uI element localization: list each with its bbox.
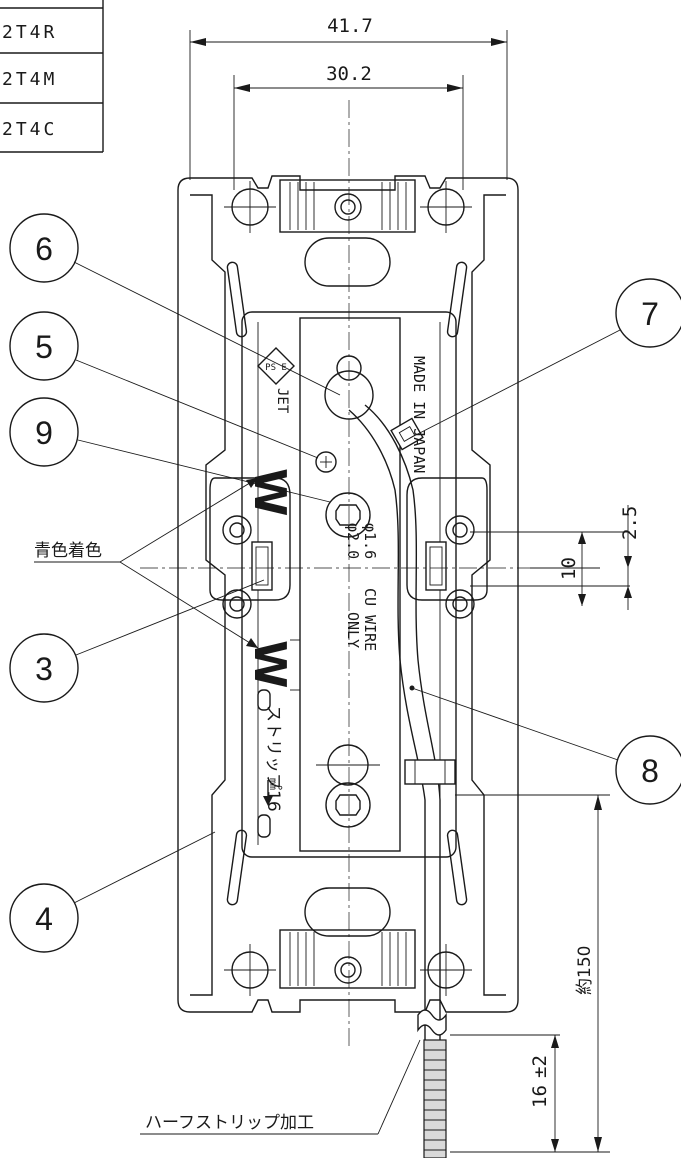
svg-text:7: 7 xyxy=(641,296,659,332)
offset-value: 2.5 xyxy=(619,506,641,540)
model-row-1: 2T4R xyxy=(2,22,57,43)
lead-length-value: 約150 xyxy=(575,946,595,995)
svg-text:W: W xyxy=(244,468,295,517)
svg-text:6: 6 xyxy=(35,231,53,267)
callout-8: 8 xyxy=(409,685,681,805)
pse-text: PS E xyxy=(265,363,287,373)
blue-coloring-label: 青色着色 xyxy=(34,477,259,649)
only-label: ONLY xyxy=(344,612,362,648)
model-row-3: 2T4C xyxy=(2,119,57,140)
mounting-frame xyxy=(177,175,519,1013)
dimension-offset: 2.5 xyxy=(619,505,641,610)
callout-4: 4 xyxy=(9,831,216,953)
top-clip xyxy=(279,179,416,233)
callout-6: 6 xyxy=(9,213,341,396)
strip-gauge-marker xyxy=(257,639,301,838)
bottom-screw xyxy=(316,744,380,828)
half-strip-label: ハーフストリップ加工 xyxy=(140,1039,421,1135)
dimension-overall-width: 41.7 xyxy=(189,15,508,180)
svg-text:8: 8 xyxy=(641,753,659,789)
svg-text:5: 5 xyxy=(35,329,53,365)
bottom-clip xyxy=(279,929,416,989)
model-row-2: 2T4M xyxy=(2,69,57,90)
ground-screw xyxy=(315,355,374,473)
svg-text:W: W xyxy=(244,640,295,689)
dimension-strip-length: 16 ±2 xyxy=(450,1034,560,1152)
cu-wire-label: CU WIRE xyxy=(361,588,379,651)
wire-spec-2: φ2.0 xyxy=(344,523,362,559)
svg-text:9: 9 xyxy=(35,415,53,451)
frame-holes xyxy=(224,181,472,996)
w-mark-top: W xyxy=(244,468,295,517)
callout-3: 3 xyxy=(9,579,265,703)
pse-mark: PS E JET xyxy=(257,347,295,414)
strip-unit-label: mm xyxy=(267,778,278,790)
svg-text:3: 3 xyxy=(35,651,53,687)
callout-9: 9 xyxy=(9,397,331,503)
svg-text:青色着色: 青色着色 xyxy=(34,541,102,561)
wire-spec-1: φ1.6 xyxy=(361,523,379,559)
strip-gauge-label: ストリップ16 xyxy=(263,705,283,812)
pitch-value: 10 xyxy=(558,557,580,580)
side-slots xyxy=(226,261,468,906)
stripped-end xyxy=(417,1009,447,1158)
jet-text: JET xyxy=(274,388,290,414)
mount-width-value: 30.2 xyxy=(326,63,372,85)
model-table: 2T4R 2T4M 2T4C xyxy=(0,0,104,153)
terminal-screw xyxy=(325,492,371,538)
callout-5: 5 xyxy=(9,311,319,459)
left-terminal xyxy=(209,477,291,619)
svg-text:ハーフストリップ加工: ハーフストリップ加工 xyxy=(145,1113,314,1133)
strip-length-value: 16 xyxy=(529,1085,551,1108)
overall-width-value: 41.7 xyxy=(327,15,373,37)
dimension-lead-length: 約150 xyxy=(450,794,610,1153)
right-terminal xyxy=(406,477,488,619)
w-mark-bottom: W xyxy=(244,640,295,689)
callout-7: 7 xyxy=(409,278,681,439)
dimension-pitch: 10 xyxy=(558,532,586,606)
svg-text:4: 4 xyxy=(35,901,53,937)
strip-tolerance: ±2 xyxy=(529,1055,551,1078)
earth-lead-wire xyxy=(348,404,456,1158)
made-in-label: MADE IN JAPAN xyxy=(410,356,428,473)
dimension-mount-width: 30.2 xyxy=(233,63,464,190)
